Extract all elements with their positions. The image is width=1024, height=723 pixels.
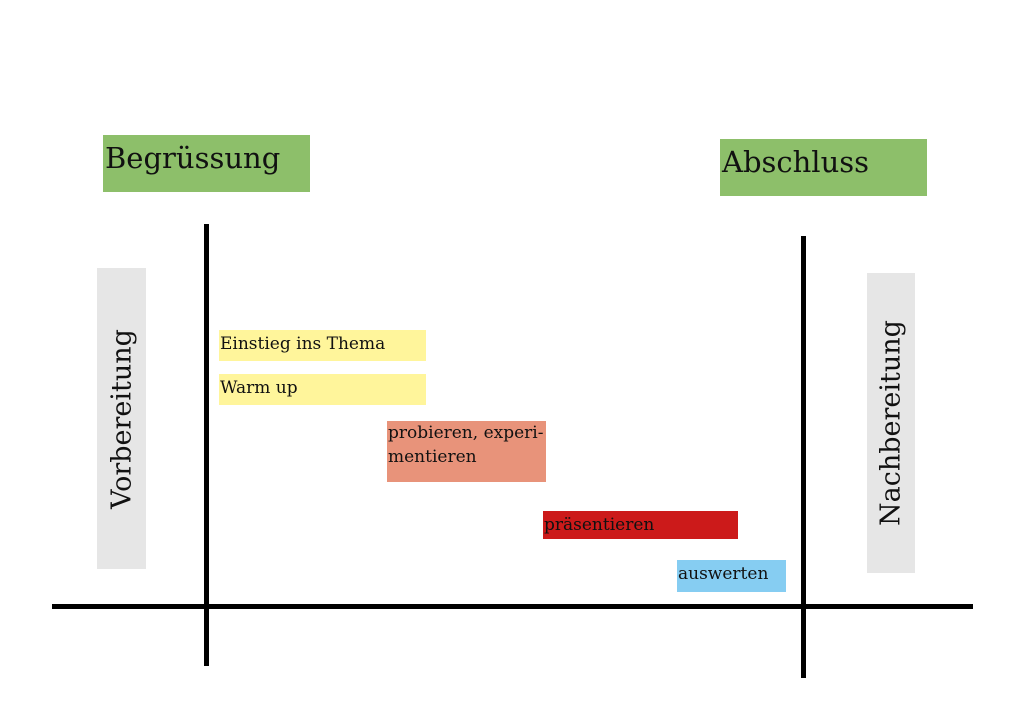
greeting-label: Begrüssung	[105, 141, 281, 175]
task-warm-up: Warm up	[219, 374, 426, 405]
follow-up-label: Nachbereitung	[875, 320, 907, 526]
task-label: probieren, experi-	[388, 423, 544, 443]
task-experiment: probieren, experi-mentieren	[387, 421, 546, 482]
task-intro: Einstieg ins Thema	[219, 330, 426, 361]
task-label-continued: mentieren	[388, 447, 477, 467]
closing-label: Abschluss	[722, 145, 870, 179]
end-axis-line	[801, 236, 806, 678]
preparation-label: Vorbereitung	[106, 328, 137, 509]
task-evaluate: auswerten	[677, 560, 786, 592]
start-axis-line	[204, 224, 209, 666]
task-label: auswerten	[678, 564, 769, 584]
preparation-box: Vorbereitung	[97, 268, 146, 569]
task-label: Warm up	[220, 378, 298, 398]
greeting-box: Begrüssung	[103, 135, 310, 192]
follow-up-box: Nachbereitung	[867, 273, 915, 573]
task-present: präsentieren	[543, 511, 738, 539]
timeline-axis	[52, 604, 973, 609]
closing-box: Abschluss	[720, 139, 927, 196]
task-label: Einstieg ins Thema	[220, 334, 386, 354]
task-label: präsentieren	[544, 515, 655, 535]
